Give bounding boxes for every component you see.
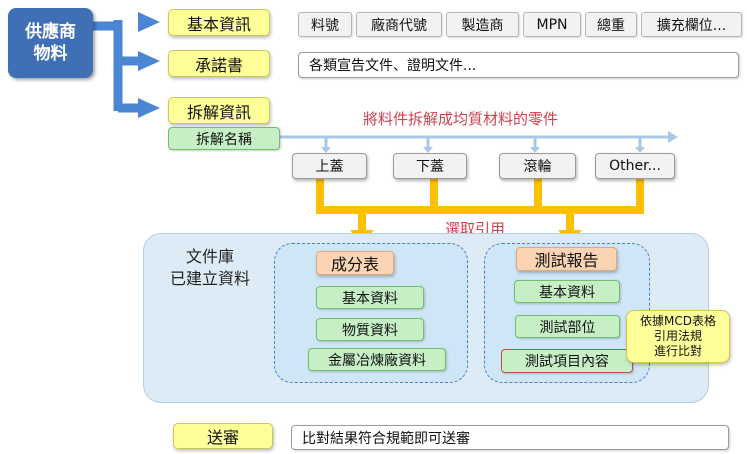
test-report-test-location: 測試部位 — [515, 315, 620, 338]
library-label: 文件庫 已建立資料 — [150, 246, 270, 290]
test-report-title: 測試報告 — [516, 247, 617, 271]
note-line2: 引用法規 — [653, 329, 702, 343]
arrow-to-basic-info — [138, 12, 160, 32]
disassembly-caption: 將料件拆解成均質材料的零件 — [363, 110, 559, 128]
test-report-test-items: 測試項目內容 — [501, 349, 633, 373]
arrow-to-commitment — [138, 51, 160, 71]
disassembly-arrow — [280, 135, 670, 149]
submission-description: 比對結果符合規範即可送審 — [291, 425, 729, 450]
arrow-to-disassembly — [138, 98, 160, 118]
note-line1: 依據MCD表格 — [640, 314, 716, 328]
disassembly-label: 拆解資訊 — [168, 97, 270, 124]
composition-substance-data: 物質資料 — [316, 318, 424, 341]
part-top-cover: 上蓋 — [292, 153, 367, 179]
note-line3: 進行比對 — [653, 344, 702, 358]
field-vendor-code: 廠商代號 — [356, 12, 442, 37]
part-bottom-cover: 下蓋 — [393, 153, 467, 179]
merge-connector — [316, 178, 644, 232]
part-wheel: 滾輪 — [499, 153, 576, 179]
library-label-line2: 已建立資料 — [169, 269, 250, 288]
part-other: Other... — [595, 153, 675, 179]
submission-label: 送審 — [173, 423, 273, 449]
supplier-label-line1: 供應商 — [25, 22, 76, 42]
basic-info-label: 基本資訊 — [168, 9, 270, 36]
disassembly-name-box: 拆解名稱 — [168, 127, 280, 150]
composition-smelter-data: 金屬冶煉廠資料 — [308, 348, 446, 371]
part-drop-arrowheads — [321, 147, 645, 153]
test-report-basic-data: 基本資料 — [514, 280, 620, 303]
library-label-line1: 文件庫 — [185, 247, 234, 266]
field-extended: 擴充欄位... — [641, 12, 742, 37]
commitment-description: 各類宣告文件、證明文件... — [298, 52, 739, 78]
field-mpn: MPN — [523, 12, 581, 37]
disassembly-arrow-head — [668, 131, 678, 143]
supplier-label-line2: 物料 — [33, 44, 68, 64]
composition-title: 成分表 — [316, 251, 394, 275]
field-manufacturer: 製造商 — [446, 12, 519, 37]
supplier-material-box: 供應商 物料 — [8, 8, 93, 78]
field-part-number: 料號 — [298, 12, 352, 37]
field-total-weight: 總重 — [585, 12, 637, 37]
commitment-label: 承諾書 — [168, 50, 270, 77]
composition-basic-data: 基本資料 — [316, 286, 424, 309]
mcd-compliance-note: 依據MCD表格 引用法規 進行比對 — [626, 310, 730, 363]
branch-connector — [93, 20, 140, 113]
